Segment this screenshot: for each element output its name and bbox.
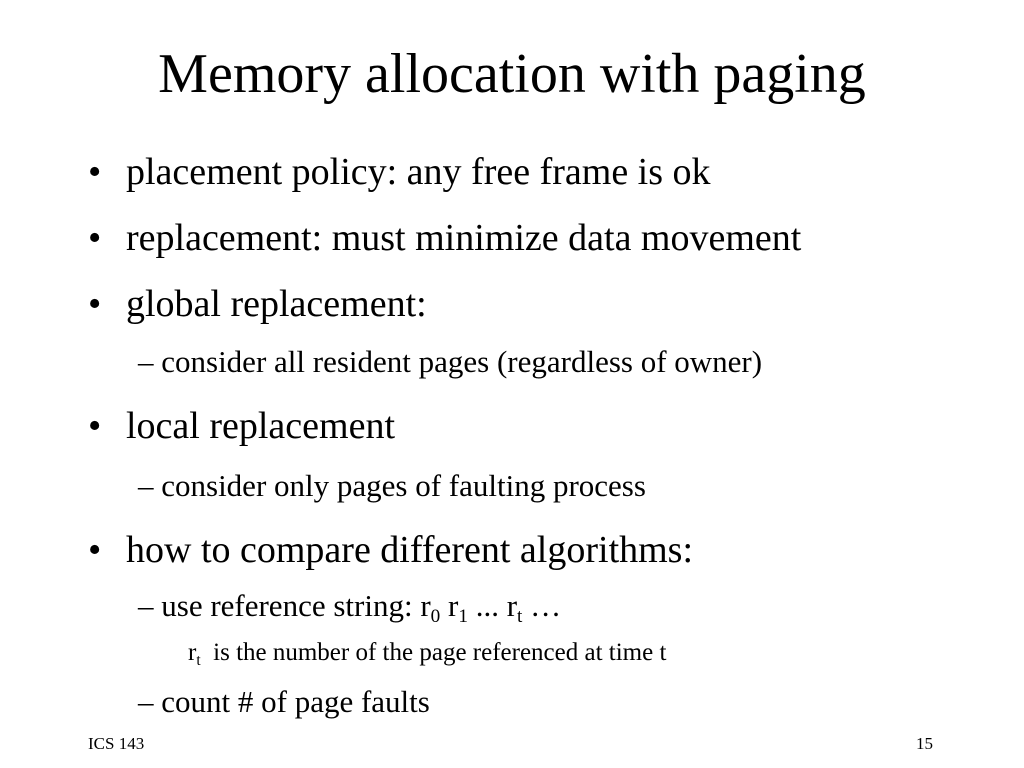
sub-sub-item: rt is the number of the page referenced … — [188, 638, 666, 671]
bullet-icon: • — [88, 529, 102, 571]
dash-icon: – — [138, 344, 154, 379]
bullet-item: • placement policy: any free frame is ok — [88, 150, 711, 194]
subscript: 1 — [458, 606, 468, 628]
sub-item-text: consider all resident pages (regardless … — [161, 344, 763, 379]
dash-icon: – — [138, 468, 154, 503]
sub-item: – consider all resident pages (regardles… — [138, 344, 762, 380]
bullet-text: replacement: must minimize data movement — [126, 217, 802, 259]
bullet-item: • local replacement — [88, 404, 395, 448]
subscript: t — [196, 651, 201, 669]
bullet-icon: • — [88, 217, 102, 259]
sub-item: – count # of page faults — [138, 684, 430, 720]
bullet-text: how to compare different algorithms: — [126, 529, 694, 571]
footer-page-number: 15 — [916, 734, 933, 753]
reference-string-prefix: use reference string: r — [161, 588, 431, 623]
subscript: 0 — [430, 606, 441, 628]
bullet-item: • replacement: must minimize data movemen… — [88, 216, 801, 260]
subscript: t — [517, 606, 523, 628]
rt-symbol: r — [188, 639, 197, 666]
bullet-icon: • — [88, 151, 102, 193]
sub-item-text: count # of page faults — [161, 684, 430, 719]
bullet-text: placement policy: any free frame is ok — [126, 151, 711, 193]
bullet-item: • how to compare different algorithms: — [88, 528, 693, 572]
bullet-item: • global replacement: — [88, 282, 427, 326]
sub-item: – consider only pages of faulting proces… — [138, 468, 646, 504]
bullet-text: global replacement: — [126, 283, 427, 325]
slide-title: Memory allocation with paging — [158, 43, 866, 105]
dash-icon: – — [138, 684, 154, 719]
rt-definition-text: is the number of the page referenced at … — [200, 639, 667, 666]
sub-item: – use reference string: r0 r1 ... rt … — [138, 588, 561, 629]
sub-item-text: consider only pages of faulting process — [161, 468, 646, 503]
dash-icon: – — [138, 588, 154, 623]
bullet-text: local replacement — [126, 405, 396, 447]
reference-string-part: ... r — [467, 588, 518, 623]
reference-string-part: r — [440, 588, 459, 623]
bullet-icon: • — [88, 283, 102, 325]
footer-course-label: ICS 143 — [88, 734, 145, 753]
reference-string-suffix: … — [522, 588, 562, 623]
bullet-icon: • — [88, 405, 102, 447]
